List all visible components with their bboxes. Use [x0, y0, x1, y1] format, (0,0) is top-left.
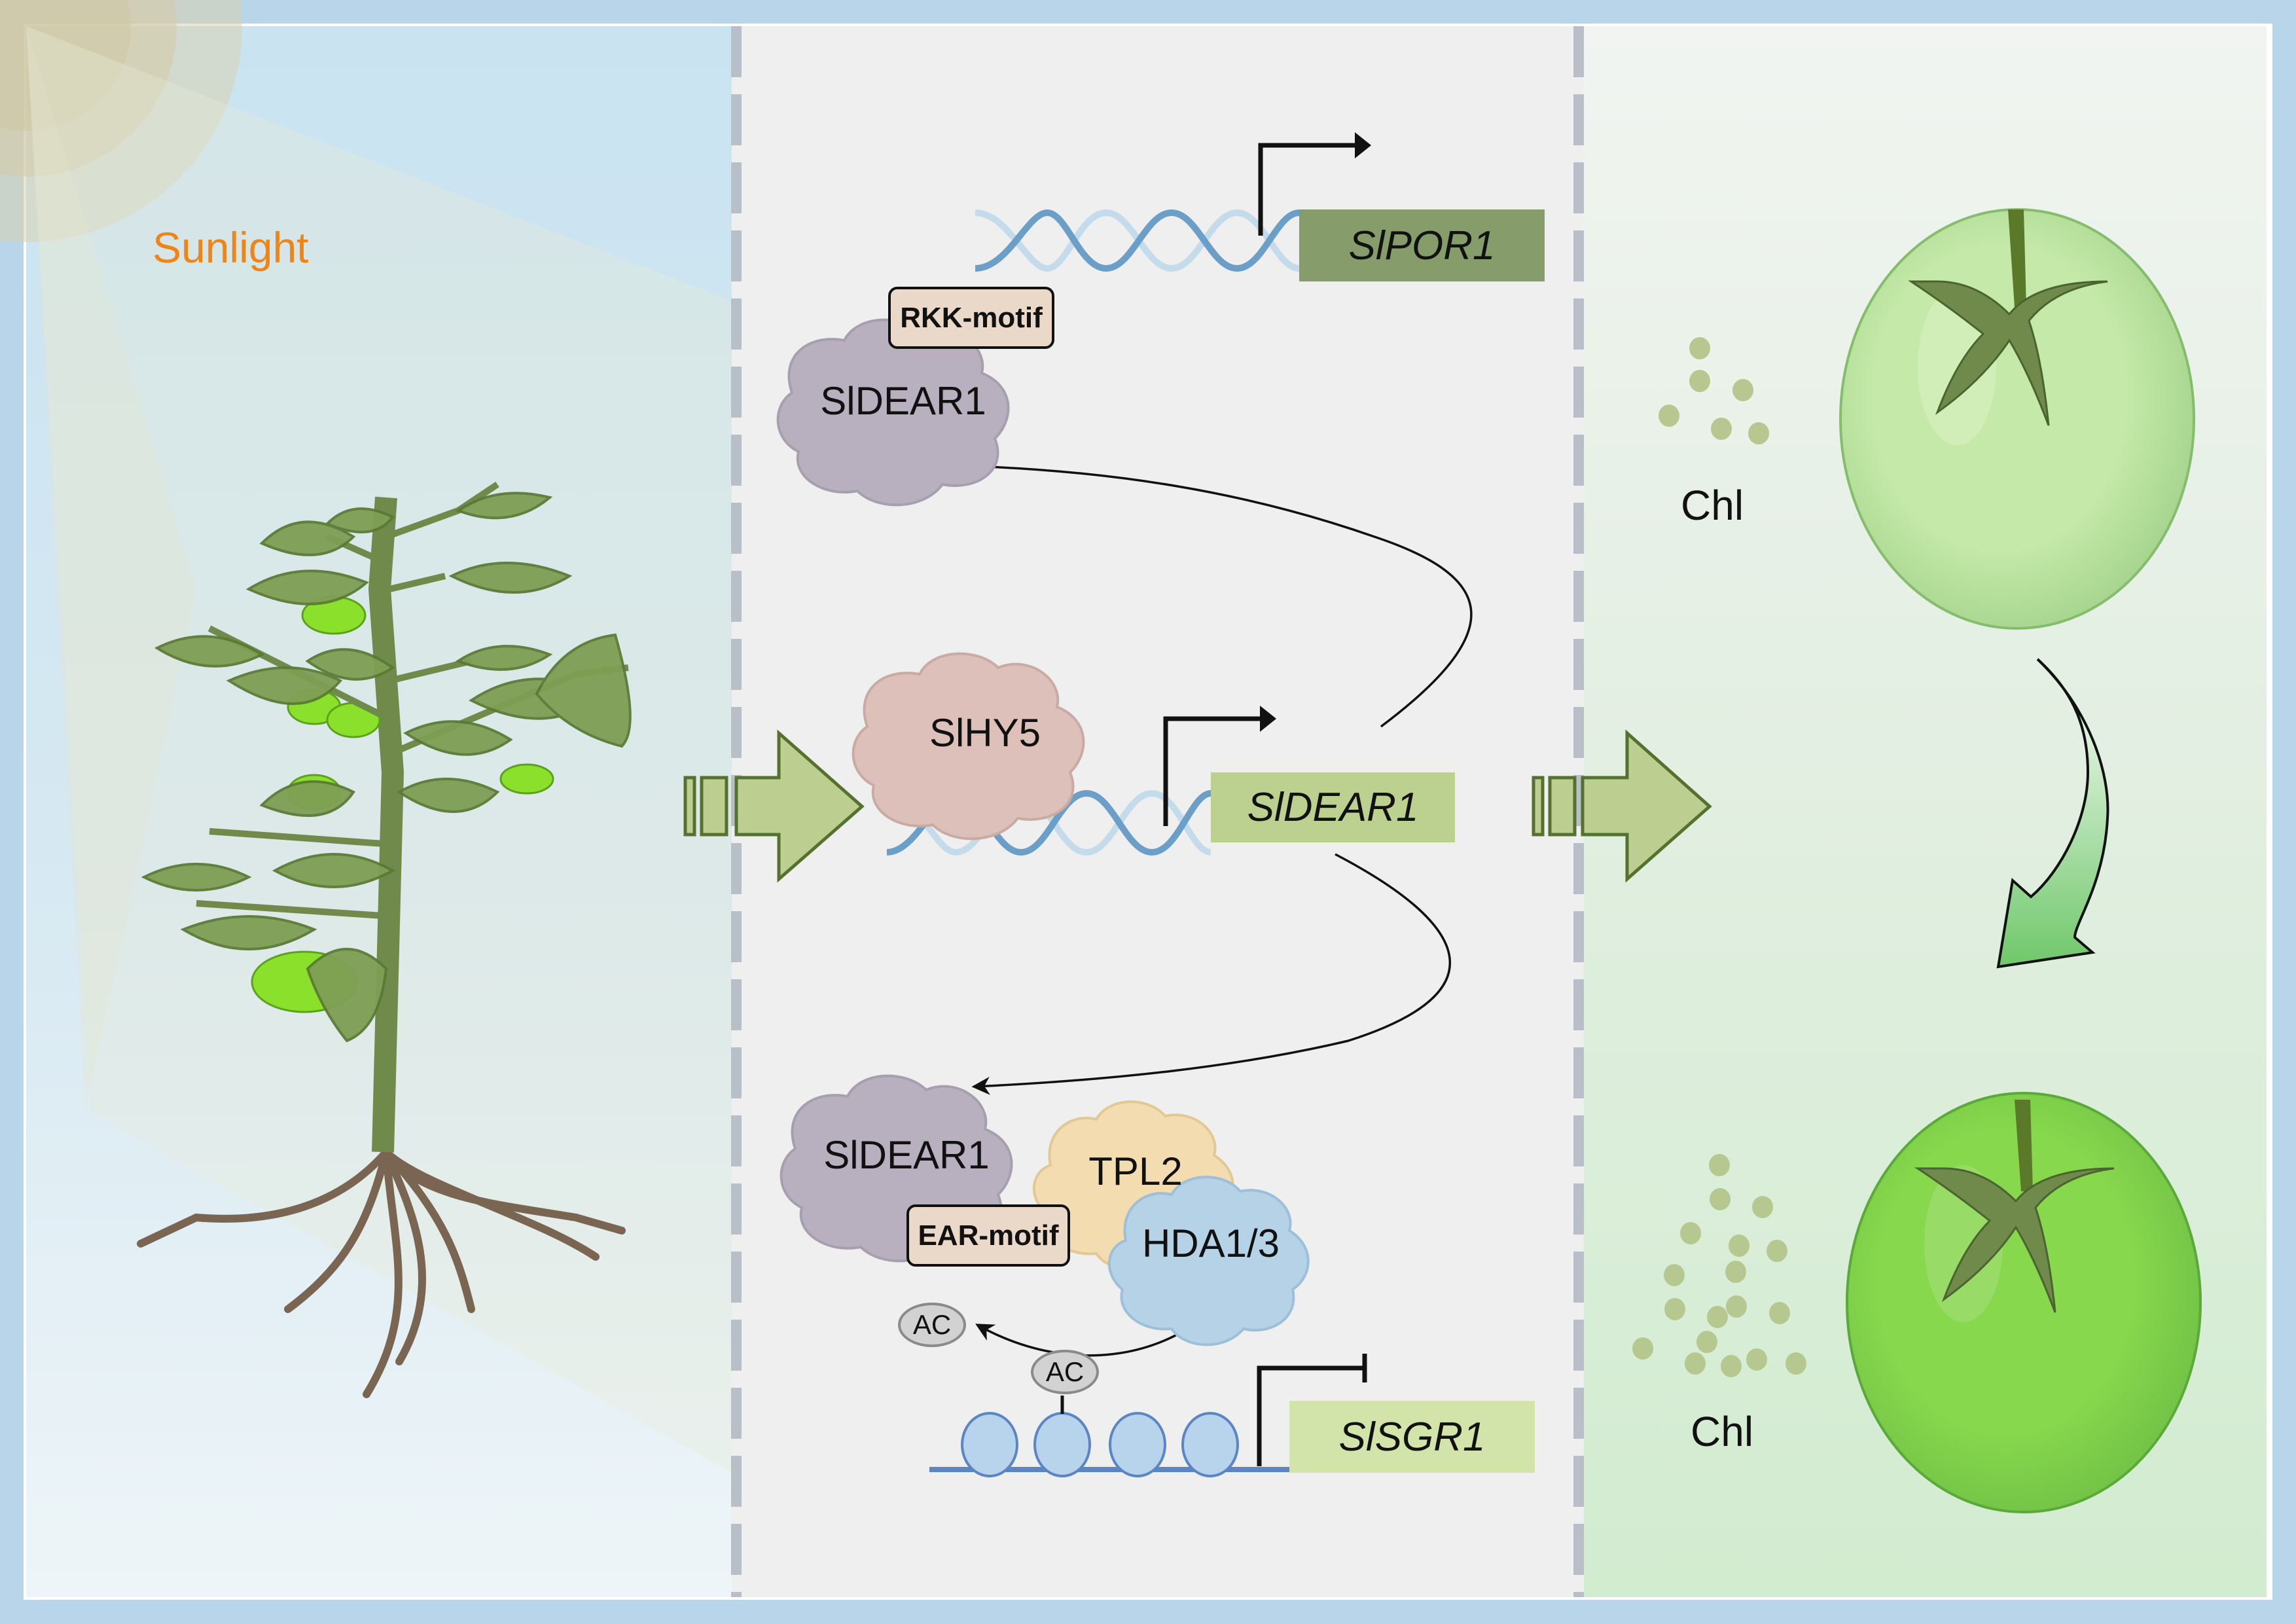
- rkk-motif-box: RKK-motif: [888, 287, 1054, 349]
- sunlight-label: Sunlight: [152, 223, 309, 272]
- tomato-green-dark-icon: [1846, 1092, 2202, 1513]
- chromatin: [929, 1396, 1289, 1477]
- tss-arrow-top: [1258, 143, 1358, 236]
- chl-label-bottom: Chl: [1691, 1408, 1754, 1455]
- activation-arrow-down: [971, 853, 1452, 1095]
- ear-motif-box: EAR-motif: [906, 1204, 1070, 1267]
- nucleosome-icon: [1181, 1412, 1239, 1477]
- protein-label-slhy5: SlHY5: [929, 711, 1041, 755]
- flow-arrow-right: [1532, 729, 1712, 883]
- protein-label-hda: HDA1/3: [1141, 1221, 1280, 1265]
- flow-arrow-left: [683, 729, 865, 883]
- panel-sunlight-plant: [26, 26, 732, 1597]
- protein-label-sldear1-bottom: SlDEAR1: [823, 1133, 990, 1177]
- ear-motif-label: EAR-motif: [918, 1219, 1059, 1252]
- tomato-unripe-light-icon: [1839, 208, 2195, 630]
- acetyl-mark-released: AC: [898, 1303, 966, 1347]
- gene-label-sldear1: SlDEAR1: [1247, 785, 1419, 830]
- nucleosome-icon: [961, 1412, 1018, 1477]
- protein-hy5-icon: [852, 652, 1085, 840]
- nucleosome-icon: [1033, 1412, 1091, 1477]
- tss-arrow-center: [1163, 716, 1263, 826]
- activation-arrow-up: [968, 457, 1473, 728]
- chlorophyll-dots-many: [1632, 1154, 1806, 1377]
- tomato-plant-icon: [137, 481, 632, 1398]
- gene-box-sldear1: SlDEAR1: [1211, 772, 1455, 842]
- curved-increase-arrow: [1996, 658, 2109, 969]
- repression-bar: [1257, 1354, 1367, 1466]
- acetyl-label: AC: [1045, 1356, 1085, 1387]
- protein-label-tpl2: TPL2: [1088, 1149, 1183, 1193]
- gene-box-slsgr1: SlSGR1: [1289, 1401, 1535, 1473]
- protein-dear1-top-icon: [776, 318, 1010, 507]
- gene-label-slsgr1: SlSGR1: [1338, 1414, 1486, 1460]
- rkk-motif-label: RKK-motif: [900, 301, 1043, 334]
- protein-hda-icon: [1107, 1176, 1310, 1346]
- chl-label-top: Chl: [1681, 482, 1744, 529]
- sun-icon: [0, 0, 732, 1473]
- gene-box-slpor1: SlPOR1: [1299, 209, 1545, 281]
- nucleosome-icon: [1109, 1412, 1166, 1477]
- protein-label-sldear1-top: SlDEAR1: [820, 379, 986, 423]
- acetyl-label: AC: [912, 1309, 952, 1340]
- chlorophyll-dots-few: [1659, 337, 1769, 444]
- gene-label-slpor1: SlPOR1: [1348, 223, 1496, 268]
- dna-helix-top: [975, 209, 1300, 272]
- acetyl-mark-bound: AC: [1031, 1350, 1099, 1394]
